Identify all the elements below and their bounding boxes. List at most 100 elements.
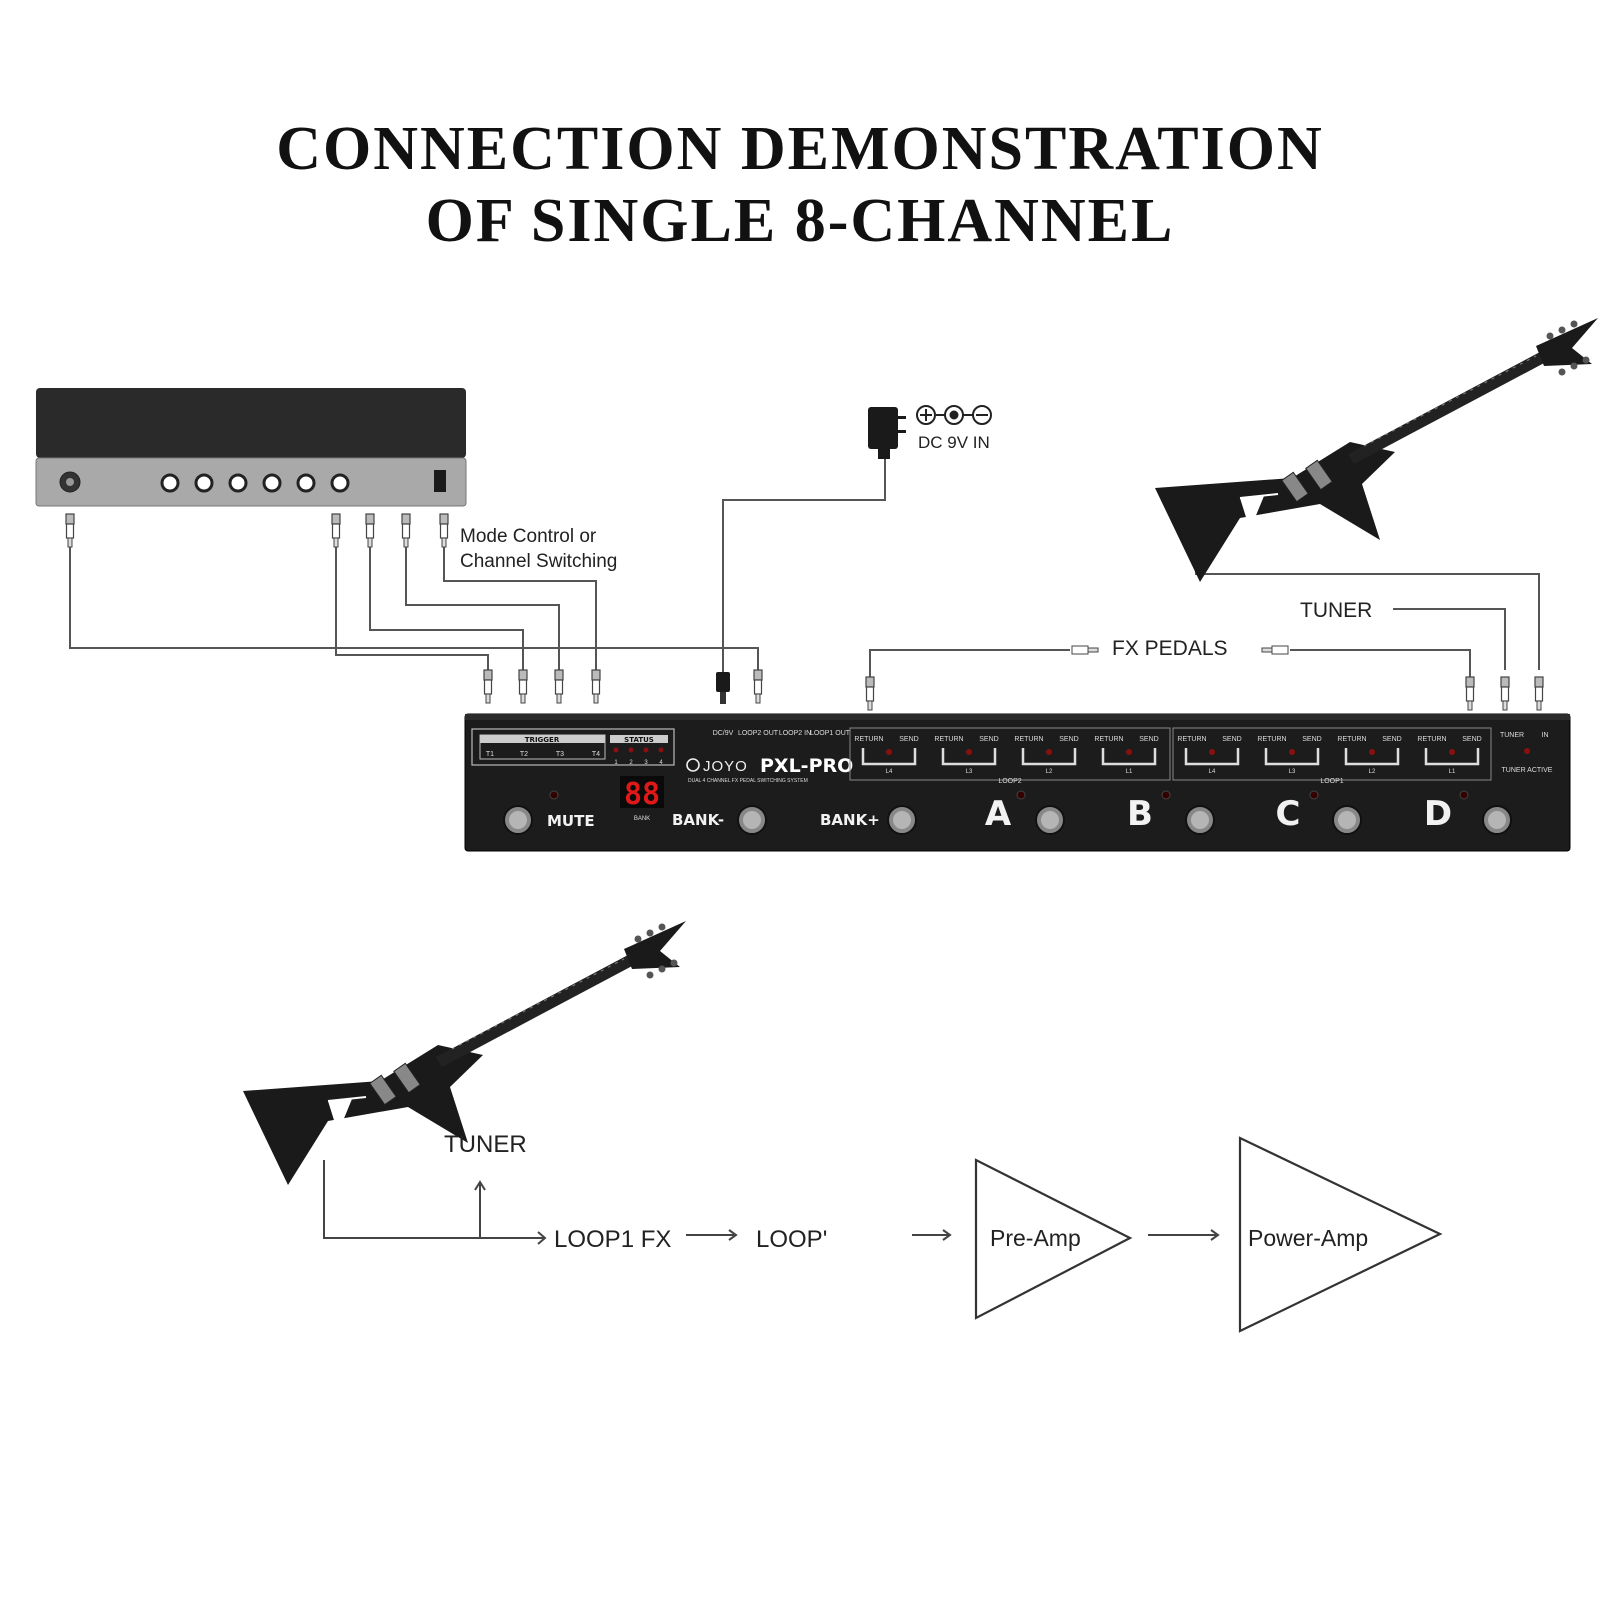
loop1-send-label: SEND xyxy=(1462,736,1481,743)
trigger-jack-t1: T1 xyxy=(486,751,494,758)
loop1-jack-led-icon xyxy=(1449,749,1455,755)
status-led-2: 2 xyxy=(629,760,633,766)
knob-icon xyxy=(330,473,350,493)
trigger-label: TRIGGER xyxy=(525,736,560,744)
loop2-send-label: SEND xyxy=(979,736,998,743)
loop2-return-label: RETURN xyxy=(1014,736,1043,743)
channel-c-label: C xyxy=(1276,794,1301,834)
loop1-jack-label-l2: L2 xyxy=(1369,769,1376,775)
status-led-icon xyxy=(613,747,619,753)
loop2-jack-led-icon xyxy=(1126,749,1132,755)
flow-loop2-label: LOOP' xyxy=(756,1226,827,1253)
channel-a-label: A xyxy=(985,794,1012,834)
knob-icon xyxy=(296,473,316,493)
loop1-return-label: RETURN xyxy=(1257,736,1286,743)
loop1-return-label: RETURN xyxy=(1417,736,1446,743)
amp-power-switch-icon xyxy=(434,470,446,492)
status-led-1: 1 xyxy=(614,760,618,766)
model-subtitle: DUAL 4 CHANNEL FX PEDAL SWITCHING SYSTEM xyxy=(688,778,808,784)
channel-c-led-icon xyxy=(1309,790,1319,800)
flow-tuner-label: TUNER xyxy=(444,1131,527,1158)
loop1-return-label: RETURN xyxy=(1337,736,1366,743)
fx-pedal-connector-icon xyxy=(1261,645,1289,655)
status-led-icon xyxy=(643,747,649,753)
loop2-jack-led-icon xyxy=(966,749,972,755)
tuner-active-label: TUNER ACTIVE xyxy=(1502,767,1553,774)
trigger-jack-t4: T4 xyxy=(592,751,600,758)
loop1-jack-led-icon xyxy=(1209,749,1215,755)
tuner-label: TUNER xyxy=(1300,599,1372,622)
bank-display: 88 xyxy=(624,777,660,812)
loop2-jack-led-icon xyxy=(1046,749,1052,755)
preamp-label: Pre-Amp xyxy=(990,1225,1081,1251)
loop1-jack-label-l3: L3 xyxy=(1289,769,1296,775)
poweramp-label: Power-Amp xyxy=(1248,1225,1368,1251)
channel-switching-label: Channel Switching xyxy=(460,551,617,572)
loop2-return-label: RETURN xyxy=(854,736,883,743)
channel-b-label: B xyxy=(1127,794,1153,834)
trigger-jack-t3: T3 xyxy=(556,751,564,758)
flow-loop1-label: LOOP1 FX xyxy=(554,1226,671,1253)
joyo-logo-icon xyxy=(686,758,700,772)
bank-display-label: BANK xyxy=(634,816,650,822)
trigger-jack-t2: T2 xyxy=(520,751,528,758)
status-led-icon xyxy=(658,747,664,753)
loop1-jack-led-icon xyxy=(1369,749,1375,755)
brand-name: JOYO xyxy=(703,758,748,775)
jack-dc9v: DC/9V xyxy=(713,730,734,737)
loop2-section-label: LOOP2 xyxy=(998,778,1021,785)
loop2-jack-bracket-icon xyxy=(1101,748,1157,766)
loop2-jack-bracket-icon xyxy=(941,748,997,766)
mute-led-icon xyxy=(549,790,559,800)
bank-minus-label: BANK- xyxy=(672,811,724,829)
loop2-return-label: RETURN xyxy=(1094,736,1123,743)
fx-pedal-connector-icon xyxy=(1071,645,1099,655)
loop2-jack-label-l3: L3 xyxy=(966,769,973,775)
preamp-block: Pre-Amp xyxy=(974,1158,1133,1320)
loop1-send-label: SEND xyxy=(1302,736,1321,743)
channel-d-label: D xyxy=(1424,794,1452,834)
jack-loop2-in: LOOP2 IN xyxy=(779,730,811,737)
tuner-jack-label: TUNER xyxy=(1500,732,1524,739)
loop1-send-label: SEND xyxy=(1222,736,1241,743)
loop1-jack-led-icon xyxy=(1289,749,1295,755)
bank-plus-label: BANK+ xyxy=(820,811,880,829)
mute-label: MUTE xyxy=(547,812,595,830)
dc-plug-icon xyxy=(716,672,730,692)
amp-top xyxy=(36,388,466,458)
knob-icon xyxy=(160,473,180,493)
loop2-return-label: RETURN xyxy=(934,736,963,743)
cables xyxy=(69,459,1540,687)
dc-in-label: DC 9V IN xyxy=(918,433,990,452)
loop-jacks: RETURN SEND L4 RETURN SEND L3 RETURN SEND L2 RETU… xyxy=(854,736,1481,775)
loop1-jack-label-l4: L4 xyxy=(1209,769,1216,775)
channel-a-led-icon xyxy=(1016,790,1026,800)
jack-loop1-out: LOOP1 OUT xyxy=(810,730,851,737)
status-led-4: 4 xyxy=(659,760,663,766)
jack-loop2-out: LOOP2 OUT xyxy=(738,730,779,737)
amp-knobs xyxy=(160,473,350,493)
guitar-icon xyxy=(1154,317,1599,583)
poweramp-block: Power-Amp xyxy=(1238,1136,1443,1333)
loop2-jack-label-l2: L2 xyxy=(1046,769,1053,775)
title-line-2: OF SINGLE 8-CHANNEL xyxy=(425,187,1175,255)
loop1-jack-bracket-icon xyxy=(1424,748,1480,766)
power-adapter-icon xyxy=(868,407,906,459)
loop2-send-label: SEND xyxy=(1139,736,1158,743)
loop2-jack-label-l1: L1 xyxy=(1126,769,1133,775)
channel-b-led-icon xyxy=(1161,790,1171,800)
loop1-section-label: LOOP1 xyxy=(1320,778,1343,785)
loop1-jack-bracket-icon xyxy=(1184,748,1240,766)
loop2-jack-label-l4: L4 xyxy=(886,769,893,775)
status-led-3: 3 xyxy=(644,760,648,766)
loop1-return-label: RETURN xyxy=(1177,736,1206,743)
status-led-icon xyxy=(628,747,634,753)
loop2-jack-led-icon xyxy=(886,749,892,755)
loop1-jack-bracket-icon xyxy=(1344,748,1400,766)
loop1-jack-bracket-icon xyxy=(1264,748,1320,766)
model-name: PXL-PRO xyxy=(760,755,853,777)
channel-d-led-icon xyxy=(1459,790,1469,800)
amp-panel xyxy=(35,457,467,507)
loop1-send-label: SEND xyxy=(1382,736,1401,743)
